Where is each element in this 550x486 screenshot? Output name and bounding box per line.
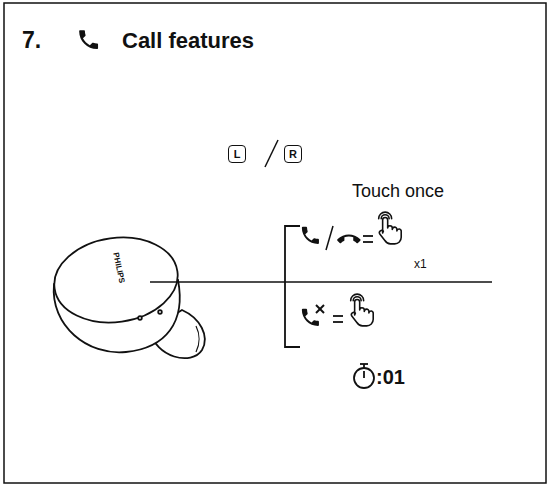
hangup-icon	[337, 228, 361, 252]
touch-icon	[351, 294, 374, 326]
phone-icon	[79, 30, 98, 49]
reject-cross	[316, 305, 324, 313]
title: Call features	[122, 29, 254, 53]
count-label: x1	[414, 258, 427, 271]
side-key: L	[228, 145, 246, 163]
side-letter: R	[289, 149, 297, 160]
slash	[265, 140, 278, 167]
brand-logo: PHILIPS	[110, 252, 125, 284]
action-label: Touch once	[352, 182, 444, 202]
frame	[4, 3, 546, 483]
side-letter: L	[234, 149, 241, 160]
bracket	[285, 226, 300, 347]
touch-icon	[379, 212, 402, 244]
duration-label: :01	[376, 366, 405, 388]
equals-sign	[333, 316, 343, 322]
section-number: 7.	[22, 28, 41, 53]
answer-icon	[302, 227, 319, 244]
earbud	[49, 230, 205, 358]
side-key: R	[284, 145, 302, 163]
leader-line	[150, 281, 492, 283]
equals-sign	[363, 236, 373, 242]
slash	[326, 226, 333, 250]
timer-icon	[354, 364, 374, 388]
